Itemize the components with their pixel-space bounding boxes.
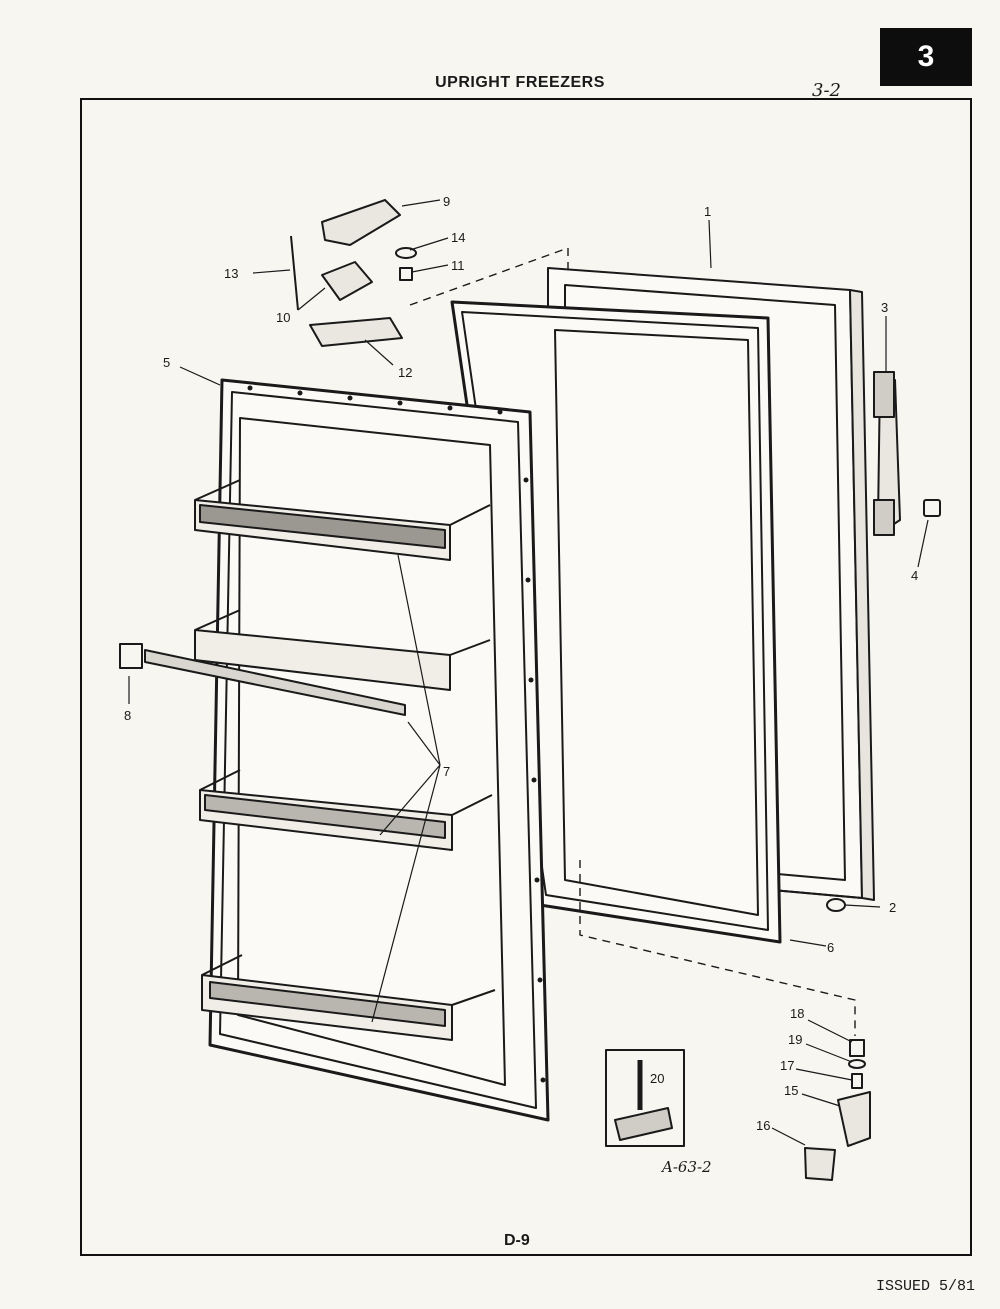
callout-9: 9 <box>443 194 450 209</box>
callout-14: 14 <box>451 230 465 245</box>
page-code: D-9 <box>500 1232 534 1250</box>
figure-id: A-63-2 <box>660 1158 712 1176</box>
callout-11: 11 <box>451 258 465 273</box>
callout-17: 17 <box>780 1058 794 1073</box>
inner-door-liner <box>194 378 550 1122</box>
callout-19: 19 <box>788 1032 802 1047</box>
callout-16: 16 <box>756 1118 770 1133</box>
callout-12: 12 <box>398 365 412 380</box>
top-hinge <box>321 199 401 246</box>
callout-1: 1 <box>704 204 711 219</box>
bottom-bracket-16 <box>804 1147 836 1181</box>
callout-13: 13 <box>224 266 238 281</box>
handwritten-note: 3-2 <box>812 80 841 101</box>
hinge-plate <box>309 317 403 347</box>
handle-cap <box>923 499 941 517</box>
bottom-hinge-15 <box>837 1091 871 1147</box>
callout-5: 5 <box>163 355 170 370</box>
callout-15: 15 <box>784 1083 798 1098</box>
section-number: 3 <box>917 40 935 73</box>
leveling-leg-inset <box>605 1049 685 1147</box>
callout-20: 20 <box>650 1071 664 1086</box>
hinge-pin <box>290 235 299 311</box>
callout-3: 3 <box>881 300 888 315</box>
callout-8: 8 <box>124 708 131 723</box>
callout-6: 6 <box>827 940 834 955</box>
bushing-17 <box>851 1073 863 1089</box>
callout-7: 7 <box>443 764 450 779</box>
callout-4: 4 <box>911 568 918 583</box>
screw <box>399 267 413 281</box>
hinge-shim <box>321 261 373 301</box>
diagram-frame <box>80 98 972 1256</box>
washer <box>395 247 417 259</box>
section-badge: 3 <box>880 28 972 86</box>
issued-date: ISSUED 5/81 <box>876 1278 976 1295</box>
plug-button <box>826 898 846 912</box>
shelf-bar <box>119 643 406 716</box>
callout-18: 18 <box>790 1006 804 1021</box>
page-title: UPRIGHT FREEZERS <box>435 74 605 91</box>
spacer-18 <box>849 1039 865 1057</box>
callout-2: 2 <box>889 900 896 915</box>
washer-19 <box>848 1059 866 1069</box>
callout-10: 10 <box>276 310 290 325</box>
door-handle <box>873 371 901 536</box>
